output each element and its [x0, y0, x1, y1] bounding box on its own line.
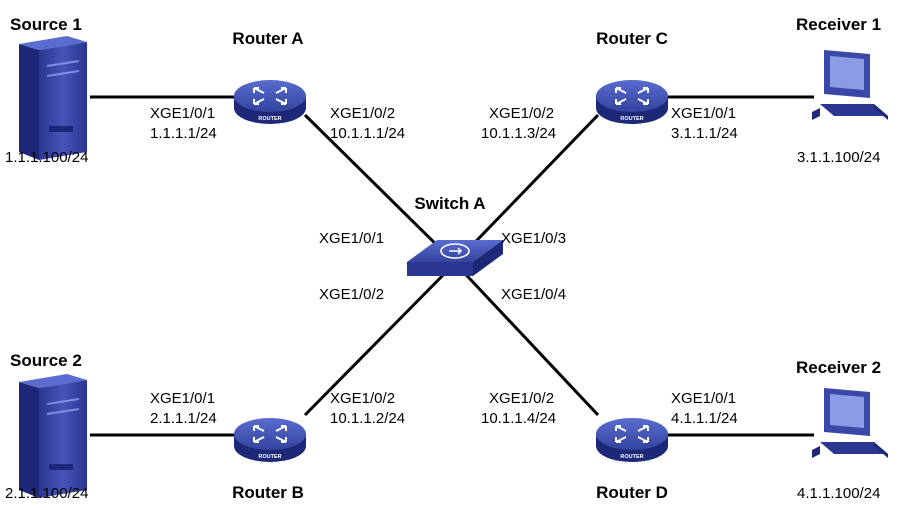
routerD-if2-ip: 10.1.1.4/24 — [481, 410, 556, 427]
routerA-title: Router A — [232, 29, 303, 48]
source1-server-icon — [19, 36, 87, 160]
routerC-badge: ROUTER — [620, 116, 643, 122]
links — [90, 95, 814, 437]
receiver2-pc-icon — [812, 388, 888, 458]
routerC-title: Router C — [596, 29, 668, 48]
routerB-if2-ip: 10.1.1.2/24 — [330, 410, 405, 427]
routerD-router-icon: ROUTER — [596, 418, 668, 462]
link-routerC-switchA — [453, 113, 600, 265]
source2-ip: 2.1.1.100/24 — [5, 485, 88, 502]
switchA-title: Switch A — [414, 194, 485, 213]
receiver1-title: Receiver 1 — [796, 15, 881, 34]
routerC-router-icon: ROUTER — [596, 80, 668, 124]
routerA-if2-ip: 10.1.1.1/24 — [330, 125, 405, 142]
source2-server-icon — [19, 374, 87, 498]
routerB-title: Router B — [232, 483, 304, 502]
routerB-if1-ip: 2.1.1.1/24 — [150, 410, 217, 427]
routerA-router-icon: ROUTER — [234, 80, 306, 124]
switchA-switch-icon — [407, 240, 503, 276]
switchA-port1: XGE1/0/1 — [319, 230, 384, 247]
routerC-if2-ip: 10.1.1.3/24 — [481, 125, 556, 142]
receiver1-ip: 3.1.1.100/24 — [797, 149, 880, 166]
link-routerB-switchA — [303, 261, 457, 417]
receiver1-pc-icon — [812, 50, 888, 120]
routerD-badge: ROUTER — [620, 454, 643, 460]
routerD-if1-ip: 4.1.1.1/24 — [671, 410, 738, 427]
receiver2-ip: 4.1.1.100/24 — [797, 485, 880, 502]
routerB-if1-port: XGE1/0/1 — [150, 390, 215, 407]
source1-title: Source 1 — [10, 15, 82, 34]
routerD-if2-port: XGE1/0/2 — [489, 390, 554, 407]
routerB-if2-port: XGE1/0/2 — [330, 390, 395, 407]
receiver2-title: Receiver 2 — [796, 358, 881, 377]
routerC-if2-port: XGE1/0/2 — [489, 105, 554, 122]
link-routerD-switchA — [453, 261, 600, 417]
switchA-port2: XGE1/0/2 — [319, 286, 384, 303]
routerA-if2-port: XGE1/0/2 — [330, 105, 395, 122]
routerA-if1-port: XGE1/0/1 — [150, 105, 215, 122]
link-routerA-switchA — [303, 113, 457, 265]
routerC-if1-ip: 3.1.1.1/24 — [671, 125, 738, 142]
routerD-if1-port: XGE1/0/1 — [671, 390, 736, 407]
routerC-if1-port: XGE1/0/1 — [671, 105, 736, 122]
routerA-badge: ROUTER — [258, 116, 281, 122]
routerB-badge: ROUTER — [258, 454, 281, 460]
source1-ip: 1.1.1.100/24 — [5, 149, 88, 166]
routerD-title: Router D — [596, 483, 668, 502]
routerA-if1-ip: 1.1.1.1/24 — [150, 125, 217, 142]
switchA-port4: XGE1/0/4 — [501, 286, 566, 303]
routerB-router-icon: ROUTER — [234, 418, 306, 462]
switchA-port3: XGE1/0/3 — [501, 230, 566, 247]
source2-title: Source 2 — [10, 351, 82, 370]
